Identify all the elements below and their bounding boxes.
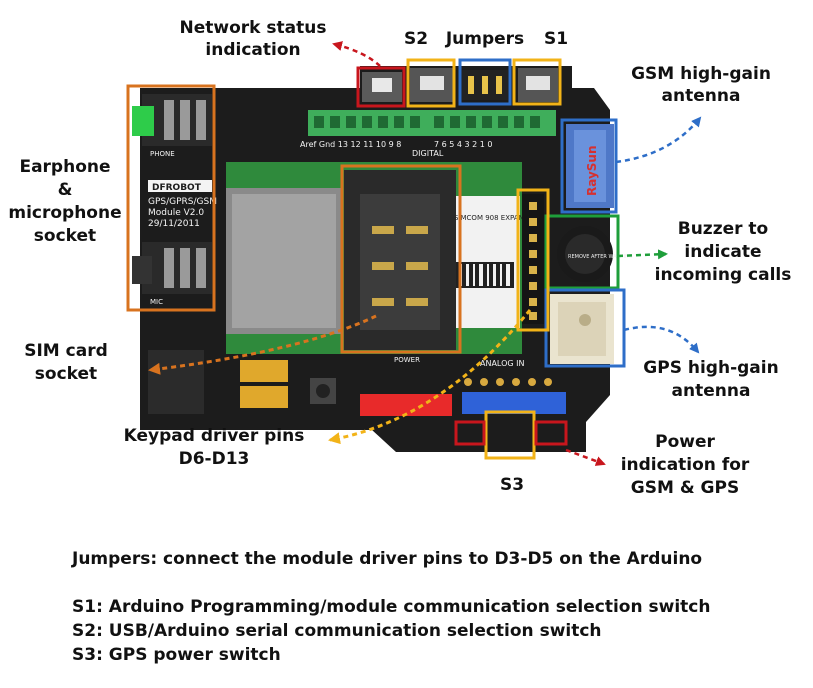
network-status-arrow [332, 41, 381, 67]
chip-silkscreen: SIMCOM 908 EXPANSION [454, 214, 541, 222]
sim-socket-label: SIM card socket [10, 340, 122, 386]
label-line: indicate [684, 242, 762, 262]
label-line: D6-D13 [178, 449, 250, 469]
lower-components [148, 350, 336, 414]
buzzer-label: Buzzer to indicate incoming calls [648, 218, 798, 287]
digital-silkscreen: DIGITAL [412, 149, 444, 158]
top-switches [362, 68, 558, 102]
mic-silkscreen: MIC [150, 298, 163, 306]
note-jumpers: Jumpers: connect the module driver pins … [72, 549, 703, 569]
callout-boxes [126, 58, 626, 460]
svg-text:Aref Gnd 13 12 11 10 9 8: Aref Gnd 13 12 11 10 9 8 [300, 140, 401, 149]
s2-label: S2 [403, 29, 429, 49]
module-version-silkscreen: Module V2.0 [148, 208, 204, 218]
label-line: antenna [671, 381, 751, 401]
phone-silkscreen: PHONE [150, 150, 175, 158]
label-line: socket [34, 364, 98, 384]
keypad-label: Keypad driver pins D6-D13 [114, 425, 314, 471]
label-line: Network status [179, 18, 327, 38]
label-line: incoming calls [654, 265, 792, 285]
sim-socket-arrow [148, 314, 377, 375]
label-line: Buzzer to [677, 219, 769, 239]
label-line: indication for [620, 455, 750, 475]
audio-jacks: PHONE MIC [132, 94, 212, 306]
jumpers-label: Jumpers [445, 29, 525, 49]
label-line: Earphone [19, 157, 111, 177]
keypad-arrow [328, 309, 532, 445]
gps-antenna-label: GPS high-gain antenna [636, 357, 786, 403]
buzzer: REMOVE AFTER WASHING [557, 226, 633, 282]
label-line: socket [33, 226, 97, 246]
analog-silkscreen: ANALOG IN [480, 359, 525, 368]
label-line: Power [655, 432, 715, 452]
network-status-label: Network status indication [176, 17, 330, 61]
label-line: Keypad driver pins [123, 426, 305, 446]
callout-arrows [148, 41, 702, 466]
s1-label: S1 [543, 29, 569, 49]
power-silkscreen: POWER [394, 356, 420, 364]
note-s1: S1: Arduino Programming/module communica… [72, 597, 711, 617]
gsm-antenna-arrow [615, 116, 702, 164]
svg-text:7 6 5 4 3 2 1 0: 7 6 5 4 3 2 1 0 [434, 140, 493, 149]
buzzer-sticker: REMOVE AFTER WASHING [568, 254, 633, 260]
earphone-label: Earphone & microphone socket [2, 156, 128, 248]
antenna-brand: RaySun [585, 145, 599, 196]
note-s3: S3: GPS power switch [72, 645, 281, 665]
date-silkscreen: 29/11/2011 [148, 219, 200, 229]
gsm-antenna-label: GSM high-gain antenna [626, 63, 776, 107]
label-line: GSM & GPS [630, 478, 740, 498]
board-brand: DFROBOT GPS/GPRS/GSM Module V2.0 29/11/2… [148, 180, 217, 229]
module-name-silkscreen: GPS/GPRS/GSM [148, 197, 217, 207]
s3-label: S3 [499, 475, 525, 495]
label-line: GPS high-gain [643, 358, 779, 378]
sim-holder [344, 170, 456, 350]
analog-header: ANALOG IN [462, 359, 566, 414]
label-line: antenna [661, 86, 741, 106]
brand-silkscreen: DFROBOT [152, 183, 202, 193]
label-line: GSM high-gain [631, 64, 771, 84]
note-s2: S2: USB/Arduino serial communication sel… [72, 621, 602, 641]
power-header: POWER [360, 356, 452, 416]
power-indication-label: Power indication for GSM & GPS [610, 431, 760, 500]
gps-antenna [550, 294, 614, 364]
label-line: & [57, 180, 73, 200]
label-line: indication [205, 40, 301, 60]
keypad-header [522, 194, 544, 324]
power-indication-arrow [565, 448, 606, 466]
digital-header: Aref Gnd 13 12 11 10 9 8 7 6 5 4 3 2 1 0… [300, 110, 556, 158]
label-line: SIM card [24, 341, 108, 361]
gps-antenna-arrow [623, 325, 700, 354]
buzzer-arrow [617, 249, 668, 260]
label-line: microphone [8, 203, 122, 223]
gsm-antenna: RaySun [566, 124, 614, 208]
